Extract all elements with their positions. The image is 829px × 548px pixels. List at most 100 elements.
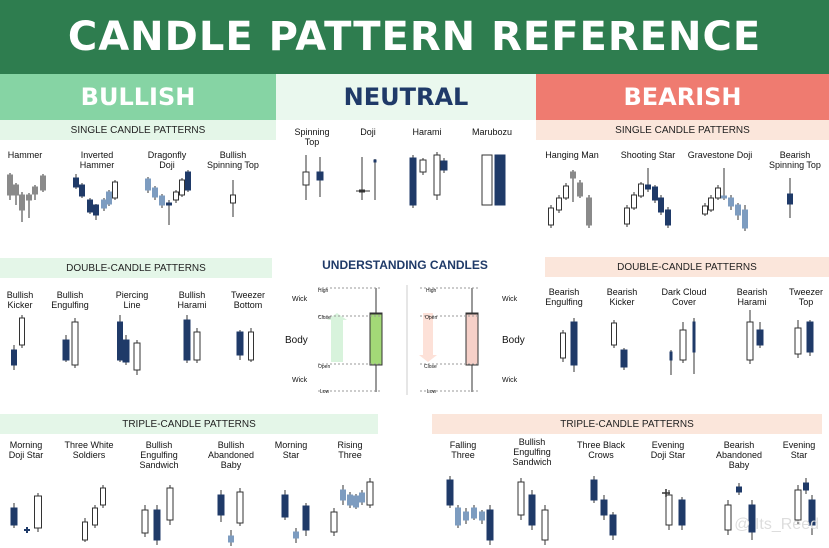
candle-body — [141, 509, 149, 534]
candle-body — [433, 154, 441, 196]
candle-body — [638, 183, 644, 197]
candle-body — [302, 505, 310, 531]
u-right-wick-top: Wick — [502, 296, 518, 303]
candle-body — [721, 195, 727, 199]
candle-body — [87, 199, 93, 213]
candle-body — [620, 349, 628, 368]
candle-body — [34, 495, 42, 529]
candle-body — [806, 321, 814, 353]
candle-body — [228, 535, 234, 543]
candle-body — [556, 197, 562, 211]
candle-body — [419, 159, 427, 173]
candle-body — [541, 509, 549, 541]
candle-body — [152, 187, 158, 198]
candle-body — [471, 507, 477, 519]
pattern-label-bear-triple-3: Three Black Crows — [576, 440, 626, 460]
pattern-label-bear-double-2: Bearish Kicker — [606, 287, 638, 307]
candle-body — [665, 494, 673, 526]
title-banner: CANDLE PATTERN REFERENCE — [0, 0, 829, 74]
pattern-label-bull-double-1: Bullish Kicker — [6, 290, 34, 310]
bearish-header: BEARISH — [536, 74, 829, 120]
candle-body — [153, 509, 161, 541]
candle-body — [117, 321, 123, 361]
candle-body — [570, 321, 578, 366]
pattern-label-bull-single-2: Inverted Hammer — [79, 150, 115, 170]
candle-body — [236, 331, 244, 356]
candle-body — [645, 184, 651, 190]
candle-body — [193, 331, 201, 361]
candle-body — [517, 481, 525, 516]
candle-body — [702, 205, 708, 215]
candle-body — [293, 531, 299, 539]
pattern-label-bull-single-3: Dragonfly Doji — [147, 150, 187, 170]
pattern-label-bear-double-1: Bearish Engulfing — [545, 287, 583, 307]
pattern-label-neutral-3: Harami — [412, 127, 442, 137]
candle-body — [302, 171, 310, 186]
pattern-label-bear-single-1: Hanging Man — [545, 150, 599, 160]
candle-body — [230, 194, 236, 204]
candle-body — [560, 332, 566, 359]
candle-body — [409, 157, 417, 206]
understanding-title: UNDERSTANDING CANDLES — [322, 258, 488, 272]
candle-body — [494, 154, 506, 206]
candle-body — [652, 186, 658, 201]
pattern-label-bull-triple-3: Bullish Engulfing Sandwich — [139, 440, 179, 470]
candle-body — [724, 504, 732, 531]
candle-body — [347, 494, 353, 506]
candle-body — [281, 494, 289, 518]
candle-body — [71, 321, 79, 366]
bull-body-fill — [369, 313, 383, 366]
pattern-label-bull-double-5: Tweezer Bottom — [230, 290, 265, 310]
candle-body — [570, 171, 576, 179]
candle-body — [624, 207, 630, 225]
bullish-header: BULLISH — [0, 74, 276, 120]
u-right-wick-bottom: Wick — [502, 377, 518, 384]
candle-body — [112, 181, 118, 199]
candle-body — [248, 331, 254, 361]
candle-body — [679, 329, 687, 361]
candle-body — [166, 202, 172, 206]
candle-body — [40, 175, 46, 191]
doji-star-bear — [662, 489, 670, 497]
bear-body-fill — [465, 313, 479, 366]
candle-body — [101, 199, 107, 209]
candle-body — [100, 487, 106, 506]
page-title: CANDLE PATTERN REFERENCE — [67, 14, 762, 60]
candle-body — [715, 187, 721, 199]
candle-body — [548, 207, 554, 226]
candle-body — [19, 317, 25, 346]
pattern-label-bear-triple-2: Bullish Engulfing Sandwich — [512, 437, 552, 467]
candle-body — [756, 329, 764, 346]
u-left-body: Body — [285, 335, 308, 346]
pattern-label-bull-double-2: Bullish Engulfing — [51, 290, 89, 310]
candle-body — [373, 159, 377, 163]
candle-body — [708, 197, 714, 211]
pattern-label-bear-triple-1: Falling Three — [449, 440, 477, 460]
candle-body — [173, 191, 179, 201]
candle-body — [808, 499, 816, 526]
neutral-header: NEUTRAL — [276, 74, 536, 120]
candle-body — [479, 511, 485, 521]
candle-body — [353, 495, 359, 508]
u-right-open: Open — [425, 315, 438, 321]
candle-body — [669, 351, 673, 361]
u-right-high: High — [426, 288, 437, 294]
bull-triple-label: TRIPLE-CANDLE PATTERNS — [0, 414, 378, 434]
candle-body — [486, 509, 494, 541]
bull-double-label: DOUBLE-CANDLE PATTERNS — [0, 258, 272, 278]
candle-body — [19, 194, 25, 211]
candle-body — [692, 321, 696, 353]
bear-triple-label: TRIPLE-CANDLE PATTERNS — [432, 414, 822, 434]
candle-body — [440, 160, 448, 171]
candle-body — [678, 499, 686, 526]
pattern-label-bear-triple-6: Evening Star — [782, 440, 816, 460]
candle-body — [609, 514, 617, 536]
candle-body — [236, 491, 244, 524]
pattern-label-bear-double-5: Tweezer Top — [788, 287, 823, 307]
pattern-label-bear-triple-5: Bearish Abandoned Baby — [715, 440, 763, 470]
pattern-label-bull-single-1: Hammer — [7, 150, 43, 160]
up-arrow-shape — [327, 313, 347, 362]
u-right-close: Close — [424, 364, 437, 370]
candle-body — [11, 349, 17, 366]
